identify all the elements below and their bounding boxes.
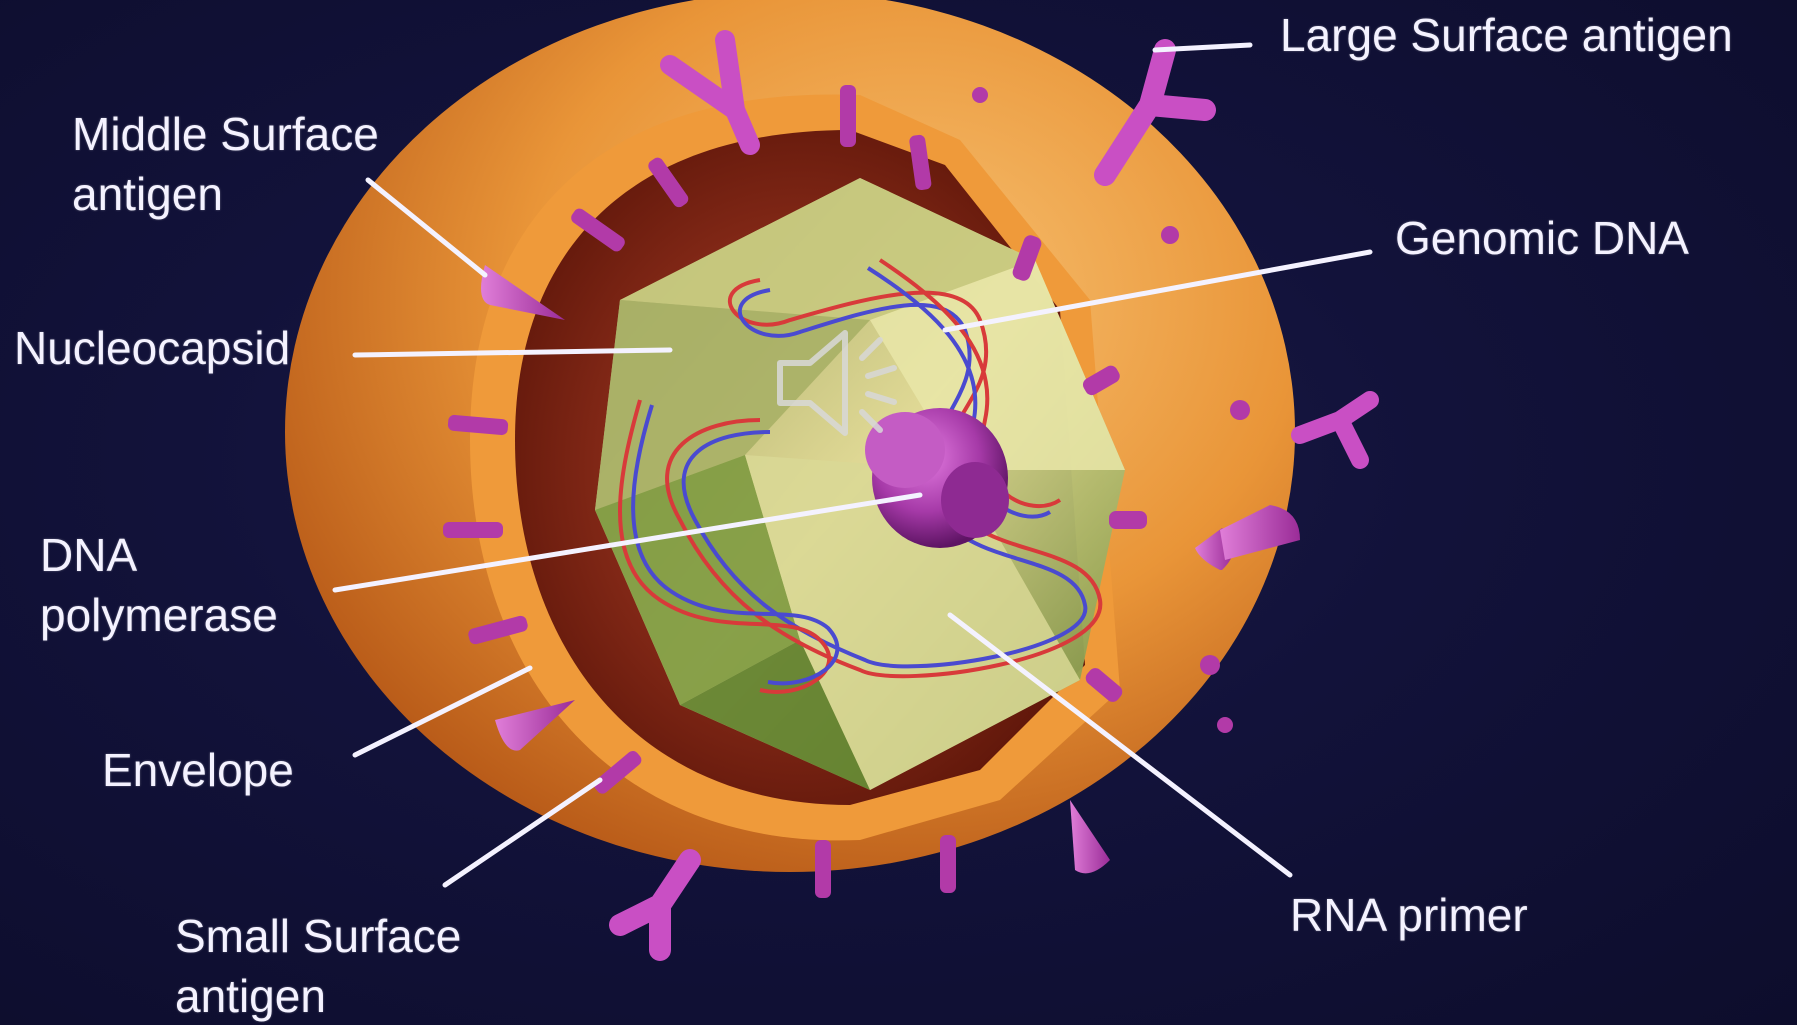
label-nucleocapsid-text: Nucleocapsid [14,318,290,378]
label-dna-polymerase-line1: DNA [40,525,278,585]
label-dna-polymerase-line2: polymerase [40,585,278,645]
label-genomic-dna: Genomic DNA [1395,208,1689,268]
label-middle-surface-antigen-line1: Middle Surface [72,104,379,164]
label-large-surface-antigen: Large Surface antigen [1280,5,1733,65]
label-envelope: Envelope [102,740,294,800]
label-genomic-dna-text: Genomic DNA [1395,208,1689,268]
label-small-surface-antigen-line1: Small Surface [175,906,461,966]
label-small-surface-antigen-line2: antigen [175,966,461,1025]
label-middle-surface-antigen: Middle Surface antigen [72,104,379,224]
label-small-surface-antigen: Small Surface antigen [175,906,461,1025]
label-nucleocapsid: Nucleocapsid [14,318,290,378]
label-large-surface-antigen-text: Large Surface antigen [1280,5,1733,65]
label-dna-polymerase: DNA polymerase [40,525,278,645]
label-envelope-text: Envelope [102,740,294,800]
label-middle-surface-antigen-line2: antigen [72,164,379,224]
speaker-icon[interactable] [770,318,920,448]
label-rna-primer-text: RNA primer [1290,885,1528,945]
label-rna-primer: RNA primer [1290,885,1528,945]
